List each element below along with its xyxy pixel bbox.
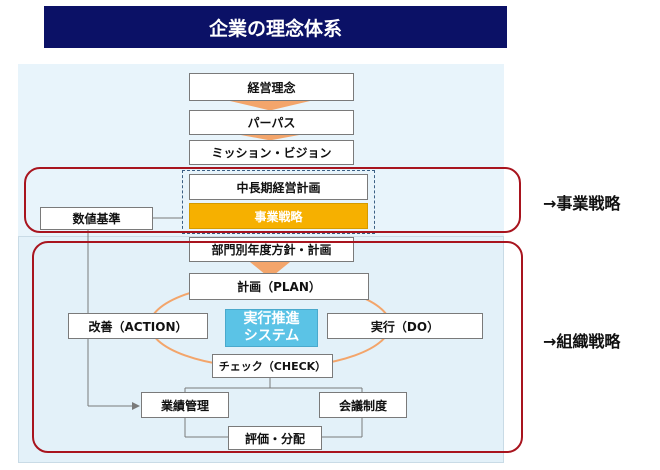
- strategy-group-dashed: [182, 170, 375, 234]
- node-chuchoki-plan: 中長期経営計画: [189, 174, 368, 200]
- node-core-system: 実行推進 システム: [225, 309, 318, 347]
- node-gyoseki-kanri: 業績管理: [141, 392, 229, 418]
- node-suchi-kijun: 数値基準: [40, 207, 153, 230]
- node-purpose: パーパス: [189, 110, 354, 135]
- organization-strategy-frame: [32, 241, 523, 453]
- node-check: チェック（CHECK）: [212, 354, 333, 378]
- label-business-strategy: →事業戦略: [543, 194, 621, 213]
- funnel-1: [230, 101, 310, 110]
- node-action: 改善（ACTION）: [68, 313, 208, 339]
- node-kaigi-seido: 会議制度: [319, 392, 407, 418]
- arrow-head-gyoseki: [132, 402, 140, 410]
- node-jigyo-senryaku: 事業戦略: [189, 203, 368, 229]
- node-keiei-rinen: 経営理念: [189, 73, 354, 101]
- node-plan: 計画（PLAN）: [189, 273, 369, 300]
- funnel-3: [250, 262, 290, 275]
- node-hyoka-bunpai: 評価・分配: [228, 426, 322, 450]
- page-title: 企業の理念体系: [44, 6, 507, 48]
- business-strategy-frame: [24, 167, 521, 233]
- label-organization-strategy: →組織戦略: [543, 332, 621, 351]
- core-line-2: システム: [243, 328, 300, 344]
- core-line-1: 実行推進: [243, 311, 300, 327]
- node-do: 実行（DO）: [327, 313, 483, 339]
- node-mission-vision: ミッション・ビジョン: [189, 140, 354, 165]
